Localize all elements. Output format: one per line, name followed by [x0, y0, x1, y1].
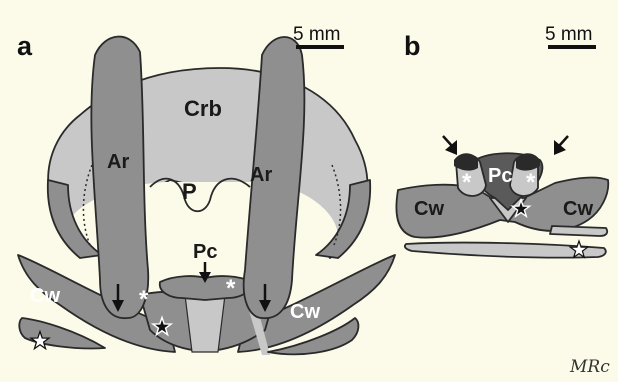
label-ar-left: Ar: [107, 151, 129, 173]
asterisk-a-left: *: [139, 286, 149, 313]
label-ar-right: Ar: [250, 164, 272, 186]
ar-left-bone: [91, 37, 148, 319]
panel-b-scale-bar: [548, 45, 596, 49]
panel-a-scale-bar: [296, 45, 344, 49]
label-pc-a: Pc: [193, 241, 217, 263]
label-p: P: [182, 179, 197, 204]
label-cw-left-a: Cw: [30, 285, 60, 307]
panel-b-scale-text: 5 mm: [545, 24, 593, 45]
label-cw-right-a: Cw: [290, 301, 320, 323]
asterisk-b-left: *: [462, 169, 472, 196]
asterisk-a-right: *: [226, 275, 236, 302]
panel-a-scale-text: 5 mm: [293, 24, 341, 45]
panel-b-letter: b: [404, 31, 421, 61]
separator-a1: [185, 295, 225, 352]
panel-a-letter: a: [17, 31, 33, 61]
label-pc-b: Pc: [488, 165, 512, 187]
label-crb: Crb: [184, 96, 222, 121]
plate-small-b: [550, 226, 607, 236]
label-cw-left-b: Cw: [414, 198, 444, 220]
asterisk-b-right: *: [526, 169, 536, 196]
label-cw-right-b: Cw: [563, 198, 593, 220]
artist-signature: MRc: [569, 357, 610, 377]
